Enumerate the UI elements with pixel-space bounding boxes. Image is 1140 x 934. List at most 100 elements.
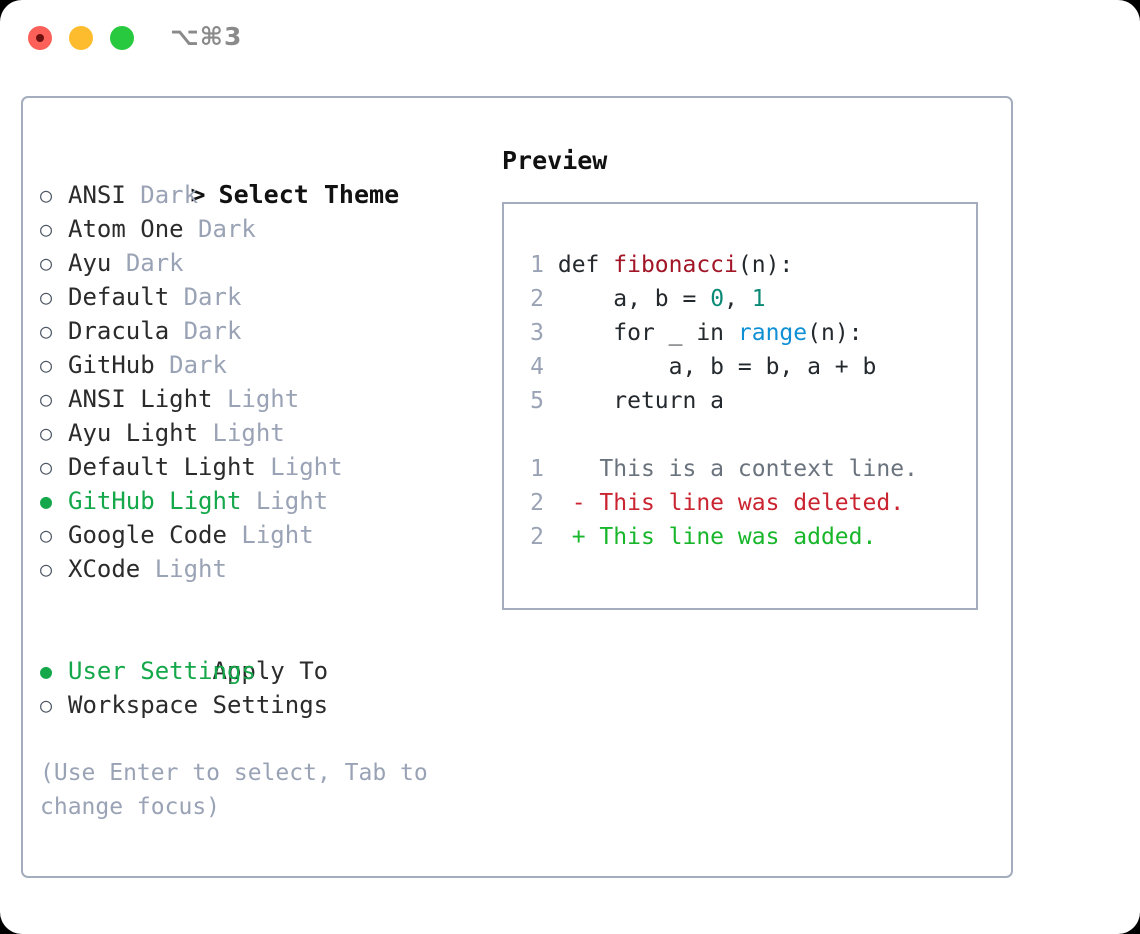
theme-option-label: Dracula [68,317,170,345]
theme-option-label: GitHub [68,351,155,379]
radio-empty-icon: ○ [40,693,53,717]
theme-option-ayu[interactable]: ○Ayu Dark [40,246,490,280]
theme-option-tag: Light [212,419,285,447]
keyboard-hint: (Use Enter to select, Tab to change focu… [40,760,428,820]
theme-option-label: ANSI [68,181,126,209]
theme-option-tag: Light [154,555,227,583]
code-token: (n): [807,320,863,346]
diff-text: This is a context line. [599,456,918,482]
line-number: 2 [530,524,544,550]
theme-option-tag: Dark [169,351,227,379]
theme-option-tag: Light [255,487,329,515]
line-number: 2 [530,286,544,312]
radio-empty-icon: ○ [40,217,53,241]
radio-empty-icon: ○ [40,421,53,445]
diff-marker: + [571,524,600,550]
theme-option-github-light[interactable]: ● GitHub Light Light [40,484,490,518]
code-line: 5 return a [522,384,918,418]
diff-marker: - [571,490,600,516]
caret-icon: > [190,180,206,209]
code-line: 2 a, b = 0, 1 [522,282,918,316]
line-number: 5 [530,388,544,414]
theme-option-label: XCode [68,555,141,583]
code-line: 4 a, b = b, a + b [522,350,918,384]
theme-option-label: Ayu Light [68,419,199,447]
code-token: def [557,252,614,278]
window-title-shortcut: ⌥⌘3 [170,22,243,51]
theme-option-label: Ayu [68,249,112,277]
apply-to-header: ○Apply To [40,620,490,685]
theme-option-tag: Dark [183,283,242,311]
theme-option-github[interactable]: ○ GitHub Dark [40,348,490,382]
radio-selected-icon: ● [40,489,53,513]
code-line: 1 def fibonacci(n): [522,248,918,282]
radio-selected-icon: ● [40,659,53,683]
theme-option-tag: Light [226,385,300,413]
theme-option-label: Atom One [68,215,184,243]
diff-text: This line was added. [599,524,877,550]
select-theme-header: > Select Theme [40,144,490,209]
diff-line: 2 + This line was added. [522,520,918,554]
list-spacer [40,586,490,620]
code-token: a, b = [557,286,711,312]
theme-option-label: Google Code [68,521,227,549]
close-button[interactable] [28,26,52,50]
radio-empty-icon: ○ [40,455,53,479]
diff-line: 1 This is a context line. [522,452,918,486]
theme-picker-column: >Select Theme ○ANSI Dark○Atom One Dark○A… [40,144,490,824]
theme-option-tag: Dark [125,249,184,277]
theme-option-default-light[interactable]: ○Default Light Light [40,450,490,484]
code-token: (n): [737,252,794,278]
radio-empty-icon: ○ [40,387,53,411]
theme-option-tag: Dark [140,181,199,209]
apply-to-list: ● User Settings ○ Workspace Settings [40,654,490,722]
theme-option-tag: Dark [183,317,242,345]
radio-empty-icon: ○ [40,183,53,207]
radio-empty-icon: ○ [40,523,53,547]
theme-option-atom-one[interactable]: ○Atom One Dark [40,212,490,246]
theme-option-dracula[interactable]: ○ Dracula Dark [40,314,490,348]
apply-to-option-user-settings[interactable]: ● User Settings [40,654,490,688]
traffic-light-buttons [28,26,134,50]
theme-option-label: GitHub Light [68,487,242,515]
apply-to-label: Apply To [212,657,329,685]
apply-to-option-label: Workspace Settings [68,691,329,719]
code-token: 0 [710,286,725,312]
diff-marker [572,456,600,482]
theme-option-label: Default Light [68,453,256,481]
theme-option-ayu-light[interactable]: ○ Ayu Light Light [40,416,490,450]
theme-option-xcode[interactable]: ○ XCode Light [40,552,490,586]
line-number: 2 [530,490,544,516]
diff-text: This line was deleted. [599,490,905,516]
maximize-button[interactable] [110,26,134,50]
theme-list: ○ANSI Dark○Atom One Dark○Ayu Dark○Defaul… [40,178,490,586]
theme-option-google-code[interactable]: ○ Google Code Light [40,518,490,552]
line-number: 4 [530,354,544,380]
radio-empty-icon: ○ [40,557,53,581]
theme-option-ansi[interactable]: ○ ANSI Dark [40,178,490,212]
radio-empty-icon: ○ [40,353,53,377]
theme-option-label: ANSI Light [68,385,213,413]
theme-option-default[interactable]: ○ Default Dark [40,280,490,314]
diff-line: 2 - This line was deleted. [522,486,918,520]
apply-to-option-label: User Settings [68,657,256,685]
code-diff-separator [522,418,918,452]
preview-title: Preview [502,146,608,175]
apply-to-option-workspace-settings[interactable]: ○ Workspace Settings [40,688,490,722]
radio-empty-icon: ○ [40,285,53,309]
radio-empty-icon: ○ [40,319,53,343]
line-number: 1 [530,456,544,482]
main-panel: >Select Theme ○ANSI Dark○Atom One Dark○A… [21,96,1013,878]
theme-option-ansi-light[interactable]: ○ ANSI Light Light [40,382,490,416]
theme-option-tag: Light [241,521,314,549]
select-theme-label: Select Theme [218,180,400,209]
minimize-button[interactable] [69,26,93,50]
line-number: 3 [530,320,544,346]
code-token: fibonacci [613,252,738,278]
theme-option-label: Default [68,283,170,311]
code-token: return a [557,388,725,414]
code-token: for _ in [557,320,738,346]
